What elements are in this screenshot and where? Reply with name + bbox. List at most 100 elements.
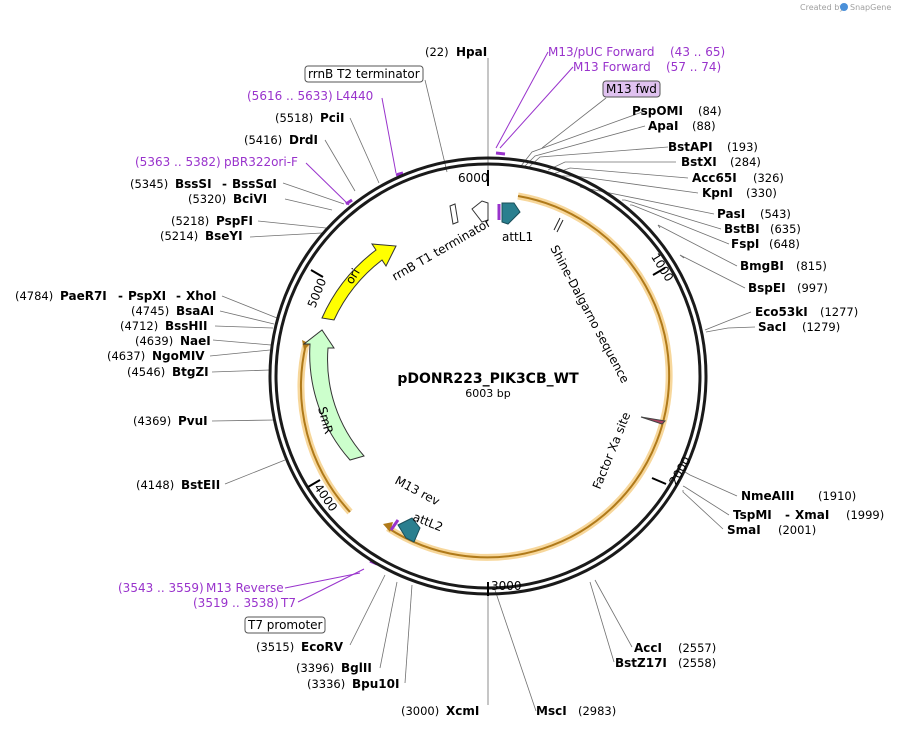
tick-6000: 6000: [458, 171, 489, 185]
orf-arc: [387, 195, 671, 559]
smr-arrow: [302, 329, 365, 461]
site-smai: SmaI: [727, 523, 761, 537]
tick-3000: 3000: [491, 579, 522, 593]
site-hpai: HpaI: [456, 45, 487, 59]
site-nmeaiii-pos: (1910): [818, 489, 856, 503]
m13rev-label: M13 rev: [393, 473, 442, 508]
site-apai-pos: (88): [692, 119, 716, 133]
factor-xa-mark: [640, 416, 667, 425]
site-bstz17i: BstZ17I: [615, 656, 667, 670]
primer-l4440-range: (5616 .. 5633): [247, 89, 333, 103]
t7-promoter-label: T7 promoter: [247, 618, 323, 632]
attL1-label: attL1: [502, 230, 533, 244]
leader-lines: [209, 58, 756, 712]
site-tspmi-pos: (1999): [846, 508, 884, 522]
site-bspei: BspEI: [748, 281, 786, 295]
site-saci: SacI: [758, 320, 786, 334]
site-pspomi-pos: (84): [698, 104, 722, 118]
site-bsssi-pos: (5345): [130, 177, 168, 191]
site-paer7i: PaeR7I: [60, 289, 107, 303]
site-msci-pos: (2983): [578, 704, 616, 718]
primer-t7-range: (3519 .. 3538): [193, 596, 279, 610]
site-bstbi: BstBI: [724, 222, 760, 236]
site-tspmi: TspMI: [733, 508, 772, 522]
site-bmgbi-pos: (815): [796, 259, 827, 273]
site-nmeaiii: NmeAIII: [741, 489, 794, 503]
site-bspei-pos: (997): [797, 281, 828, 295]
left-orf-arc: [300, 343, 351, 513]
site-fspi: FspI: [731, 237, 759, 251]
primer-m13-reverse: M13 Reverse: [206, 581, 284, 595]
site-pcii-pos: (5518): [275, 111, 313, 125]
site-smai-pos: (2001): [778, 523, 816, 537]
plasmid-length: 6003 bp: [465, 387, 510, 400]
t7-promoter-box: T7 promoter: [244, 616, 326, 634]
site-hpai-pos: (22): [425, 45, 449, 59]
left-orf-arrow-head: [302, 340, 310, 350]
site-xcmi: XcmI: [446, 704, 479, 718]
site-bstapi-pos: (193): [727, 140, 758, 154]
tick-5000: 5000: [305, 276, 329, 310]
site-bsssi: BssSI: [175, 177, 212, 191]
site-pspomi: PspOMI: [632, 104, 683, 118]
tick-2000: 2000: [666, 454, 693, 487]
site-bstapi: BstAPI: [668, 140, 713, 154]
site-bsteii-pos: (4148): [136, 478, 174, 492]
brand-text: SnapGene: [850, 3, 891, 12]
rrnB-T1-arrow: [471, 200, 489, 223]
primer-m13-puc-range: (43 .. 65): [670, 45, 725, 59]
site-bseyi: BseYI: [205, 229, 243, 243]
site-bsshii-pos: (4712): [120, 319, 158, 333]
site-bseyi-pos: (5214): [160, 229, 198, 243]
site-apai: ApaI: [648, 119, 678, 133]
site-xhoi: XhoI: [186, 289, 217, 303]
site-bglii-pos: (3396): [296, 661, 334, 675]
site-btgzi: BtgZI: [172, 365, 209, 379]
site-pspxi-dash: -: [176, 289, 181, 303]
m13-fwd-label: M13 fwd: [606, 82, 657, 96]
site-fspi-pos: (648): [769, 237, 800, 251]
site-paer7i-pos: (4784): [15, 289, 53, 303]
site-bpu10i: Bpu10I: [352, 677, 399, 691]
site-ngomiv-pos: (4637): [107, 349, 145, 363]
site-eco53ki-pos: (1277): [820, 305, 858, 319]
primer-m13-reverse-range: (3543 .. 3559): [118, 581, 204, 595]
site-bsssai: BssSαI: [232, 177, 277, 191]
attL2-arrow: [397, 517, 421, 543]
site-bcivi: BciVI: [233, 192, 267, 206]
site-bsaai-pos: (4745): [131, 304, 169, 318]
site-bsaai: BsaAI: [176, 304, 214, 318]
ori-arrow: [321, 243, 397, 321]
site-pspfi: PspFI: [216, 214, 253, 228]
site-pasi-pos: (543): [760, 207, 791, 221]
site-naei-pos: (4639): [135, 334, 173, 348]
m13rev-primer-mark: [389, 519, 400, 531]
site-ecorv: EcoRV: [301, 640, 344, 654]
site-bglii: BglII: [341, 661, 372, 675]
site-ngomiv: NgoMIV: [152, 349, 205, 363]
m13-fwd-box: M13 fwd: [602, 80, 661, 98]
tick-1000: 1000: [648, 251, 676, 284]
snapgene-logo: SnapGene: [840, 3, 891, 12]
site-pasi: PasI: [717, 207, 745, 221]
primer-m13-forward-range: (57 .. 74): [666, 60, 721, 74]
site-bmgbi: BmgBI: [740, 259, 784, 273]
site-pvui-pos: (4369): [133, 414, 171, 428]
site-naei: NaeI: [180, 334, 211, 348]
site-pspxi: PspXI: [128, 289, 166, 303]
primer-m13-puc-forward: M13/pUC Forward: [548, 45, 655, 59]
site-eco53ki: Eco53kI: [755, 305, 808, 319]
credit-text: Created by: [800, 3, 844, 12]
rrnB-T1-label: rrnB T1 terminator: [390, 216, 494, 284]
site-xcmi-pos: (3000): [401, 704, 439, 718]
rrnB-T2-label: rrnB T2 terminator: [308, 67, 420, 81]
site-drdi-pos: (5416): [244, 133, 282, 147]
site-bstbi-pos: (635): [770, 222, 801, 236]
rrnB-T2-marker: [449, 203, 459, 225]
site-msci: MscI: [536, 704, 567, 718]
smr-label: SmR: [315, 405, 336, 435]
attL1-arrow: [501, 202, 521, 225]
site-acc65i: Acc65I: [692, 171, 737, 185]
site-bcivi-pos: (5320): [188, 192, 226, 206]
